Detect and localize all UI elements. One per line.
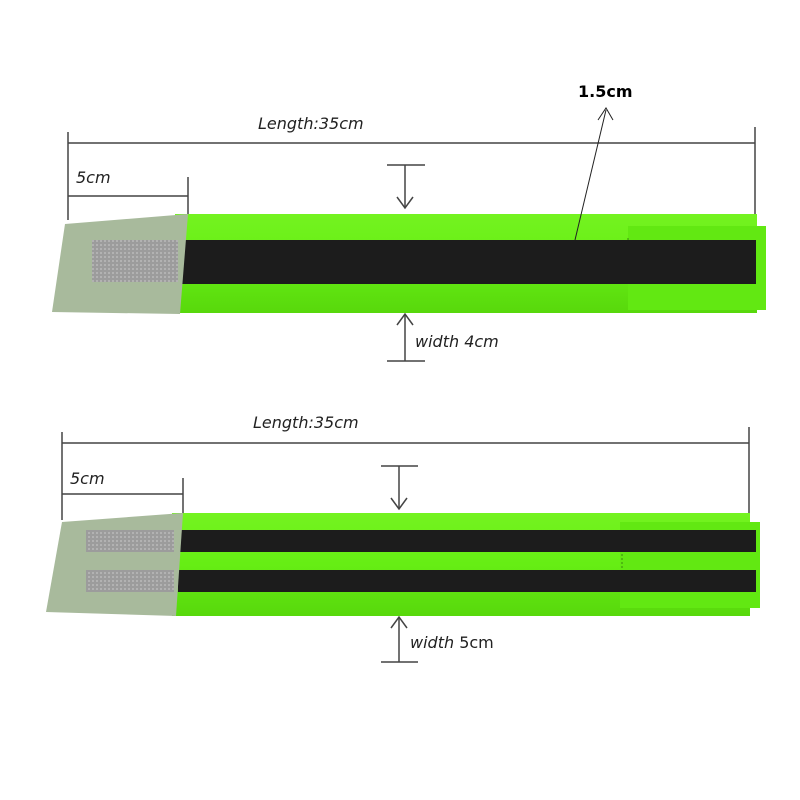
width-top-arrow [396,196,414,210]
black-stripe [182,240,756,284]
stripe-callout-arrowhead [597,107,614,121]
black-stripe-lower [178,570,756,592]
reflective-patch [92,240,178,282]
reflective-patch-upper [86,530,174,552]
length-label: Length:35cm [258,114,364,133]
stripe-width-label: 1.5cm [578,82,633,101]
reflective-patch-lower [86,570,174,592]
tab-label: 5cm [70,469,105,488]
width-label: width 5cm [410,633,494,652]
velcro-tab [46,513,183,616]
length-label: Length:35cm [253,413,359,432]
width-top-arrow [390,497,408,511]
black-stripe-upper [178,530,756,552]
width-label: width 4cm [415,332,499,351]
tab-label: 5cm [76,168,111,187]
width-bottom-arrow [396,312,414,326]
band-1: Length:35cm 5cm 1.5cm width 4cm [52,82,766,362]
width-label-value: 5cm [459,633,494,652]
band-2: Length:35cm 5cm width 5cm [46,413,760,663]
width-label-text: width [410,633,459,652]
stripe-callout-line [574,109,607,241]
width-bottom-arrow [390,615,408,629]
